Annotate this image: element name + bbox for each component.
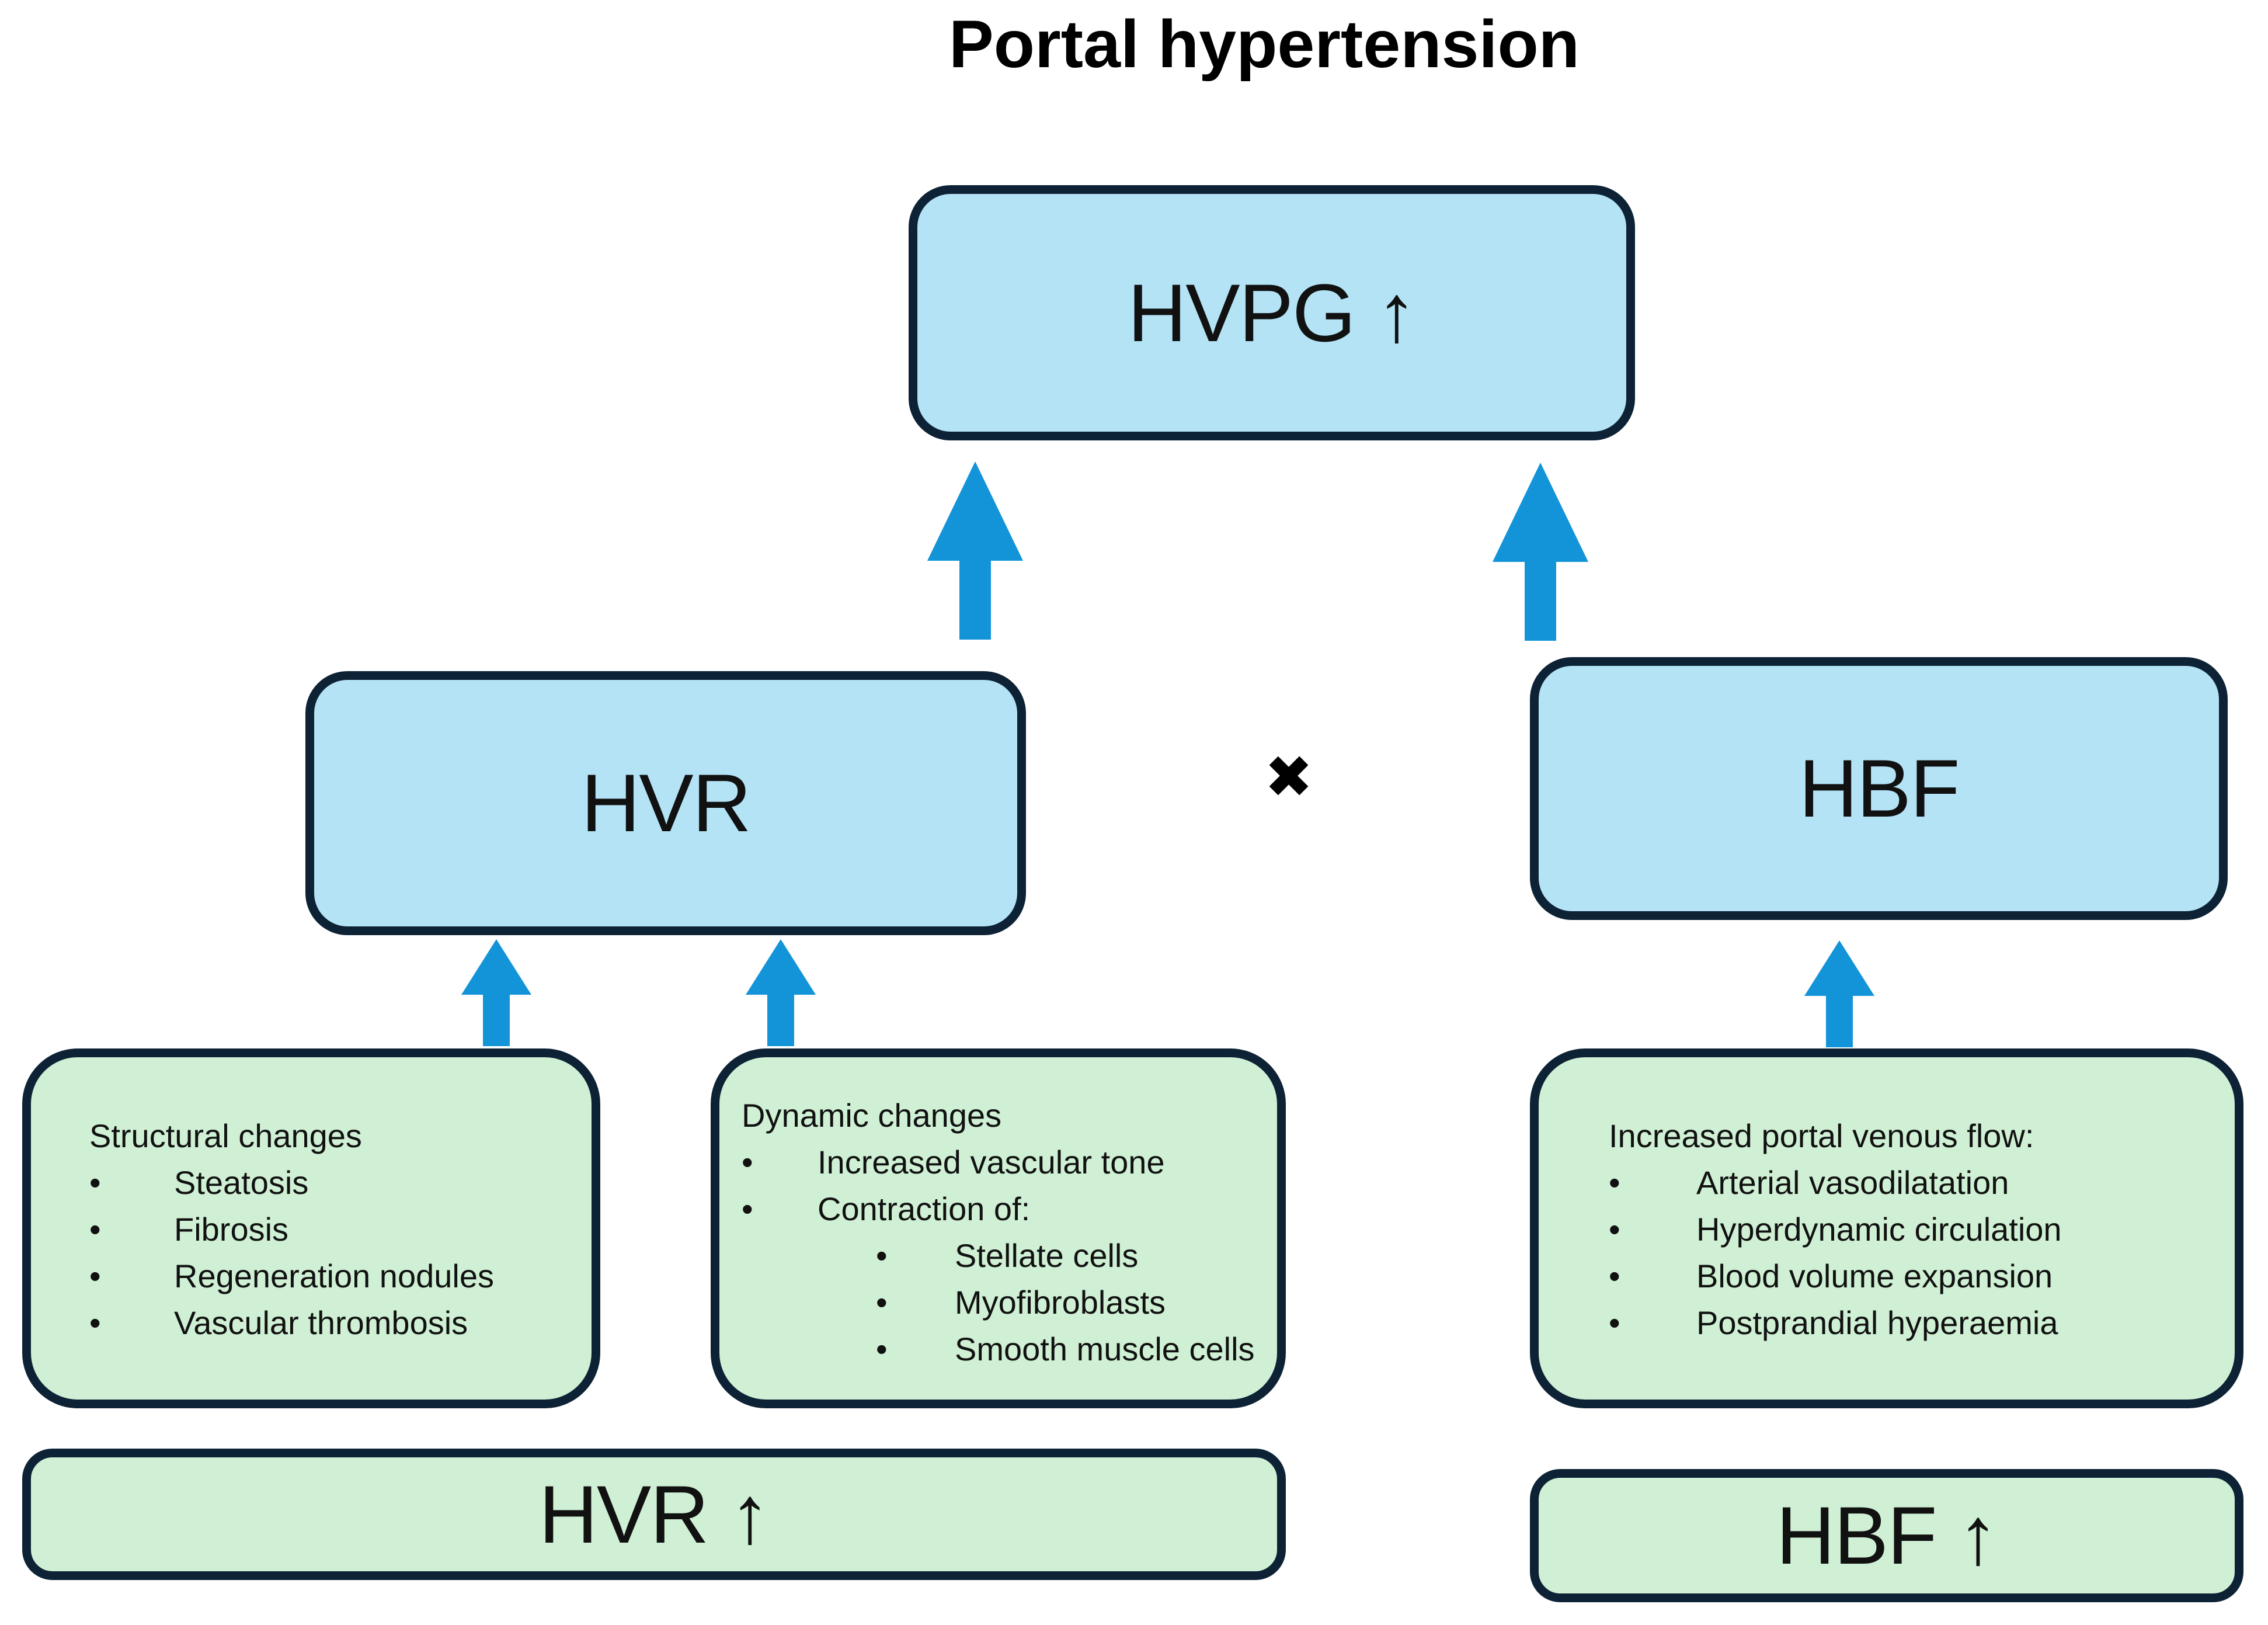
bullet-marker: • (89, 1258, 101, 1294)
bullet-marker: • (1609, 1258, 1620, 1294)
list-item-label: Postprandial hyperaemia (1696, 1304, 2058, 1341)
node-hbf-label: HBF (1799, 742, 1960, 834)
bullet-marker: • (876, 1331, 888, 1367)
list-item: • Increased vascular tone (742, 1139, 1271, 1186)
bullet-marker: • (1609, 1164, 1620, 1201)
list-item-label: Hyperdynamic circulation (1696, 1211, 2062, 1248)
box-heading: Dynamic changes (742, 1097, 1002, 1134)
list-item-label: Contraction of: (818, 1190, 1031, 1227)
bullet-marker: • (876, 1237, 888, 1274)
up-arrow-icon (1804, 940, 1874, 1047)
arrow-head (1493, 463, 1588, 562)
list-item-label: Myofibroblasts (955, 1284, 1166, 1321)
bullet-marker: • (89, 1304, 101, 1341)
arrow-shaft (483, 995, 510, 1046)
bullet-marker: • (89, 1164, 101, 1201)
node-hvpg: HVPG ↑ (909, 185, 1635, 440)
node-hvr-label: HVR (581, 757, 752, 849)
bullet-marker: • (742, 1190, 753, 1227)
up-arrow-icon (746, 939, 816, 1046)
arrow-head (746, 939, 816, 995)
list-item: • Vascular thrombosis (89, 1300, 574, 1346)
box-structural-changes: Structural changes • Steatosis • Fibrosi… (22, 1048, 600, 1408)
list-item-label: Regeneration nodules (174, 1258, 494, 1294)
arrow-head (461, 939, 531, 995)
list-item: • Hyperdynamic circulation (1609, 1206, 2217, 1253)
box-increased-portal-flow: Increased portal venous flow: • Arterial… (1530, 1048, 2243, 1408)
sub-list-item: • Myofibroblasts (876, 1279, 1271, 1326)
list-item: • Contraction of: (742, 1186, 1271, 1232)
list-item: • Steatosis (89, 1159, 574, 1206)
list-item-label: Vascular thrombosis (174, 1304, 468, 1341)
list-item: • Regeneration nodules (89, 1253, 574, 1300)
arrow-shaft (767, 995, 794, 1046)
bullet-marker: • (742, 1144, 753, 1180)
list-item-label: Blood volume expansion (1696, 1258, 2053, 1294)
bullet-marker: • (876, 1284, 888, 1321)
box-heading: Increased portal venous flow: (1609, 1117, 2034, 1154)
box-heading: Structural changes (89, 1117, 362, 1154)
arrow-shaft (1826, 996, 1853, 1047)
list-item: • Postprandial hyperaemia (1609, 1300, 2217, 1346)
bar-hbf-label: HBF ↑ (1776, 1489, 1999, 1581)
page-title: Portal hypertension (949, 7, 1580, 82)
list-item: • Fibrosis (89, 1206, 574, 1253)
up-arrow-icon (1493, 463, 1588, 641)
arrow-head (1804, 940, 1874, 996)
list-item: • Blood volume expansion (1609, 1253, 2217, 1300)
arrow-shaft (959, 561, 991, 640)
sub-list-item: • Stellate cells (876, 1232, 1271, 1279)
list-item-label: Fibrosis (174, 1211, 289, 1248)
arrow-head (927, 461, 1023, 561)
bar-hvr-result: HVR ↑ (22, 1449, 1286, 1580)
bullet-marker: • (89, 1211, 101, 1248)
bar-hvr-label: HVR ↑ (538, 1468, 770, 1560)
list-item-label: Increased vascular tone (818, 1144, 1165, 1180)
node-hvpg-label: HVPG ↑ (1128, 266, 1417, 359)
up-arrow-icon (461, 939, 531, 1046)
bullet-marker: • (1609, 1211, 1620, 1248)
list-item-label: Arterial vasodilatation (1696, 1164, 2009, 1201)
list-item: • Arterial vasodilatation (1609, 1159, 2217, 1206)
list-item-label: Steatosis (174, 1164, 309, 1201)
list-item-label: Stellate cells (955, 1237, 1139, 1274)
bar-hbf-result: HBF ↑ (1530, 1469, 2243, 1602)
node-hbf: HBF (1530, 657, 2228, 920)
bullet-marker: • (1609, 1304, 1620, 1341)
multiply-icon: ✖ (1264, 742, 1313, 811)
sub-list-item: • Smooth muscle cells (876, 1326, 1271, 1373)
up-arrow-icon (927, 461, 1023, 640)
box-dynamic-changes: Dynamic changes • Increased vascular ton… (711, 1048, 1286, 1408)
list-item-label: Smooth muscle cells (955, 1331, 1255, 1367)
arrow-shaft (1525, 562, 1556, 641)
node-hvr: HVR (305, 671, 1026, 935)
